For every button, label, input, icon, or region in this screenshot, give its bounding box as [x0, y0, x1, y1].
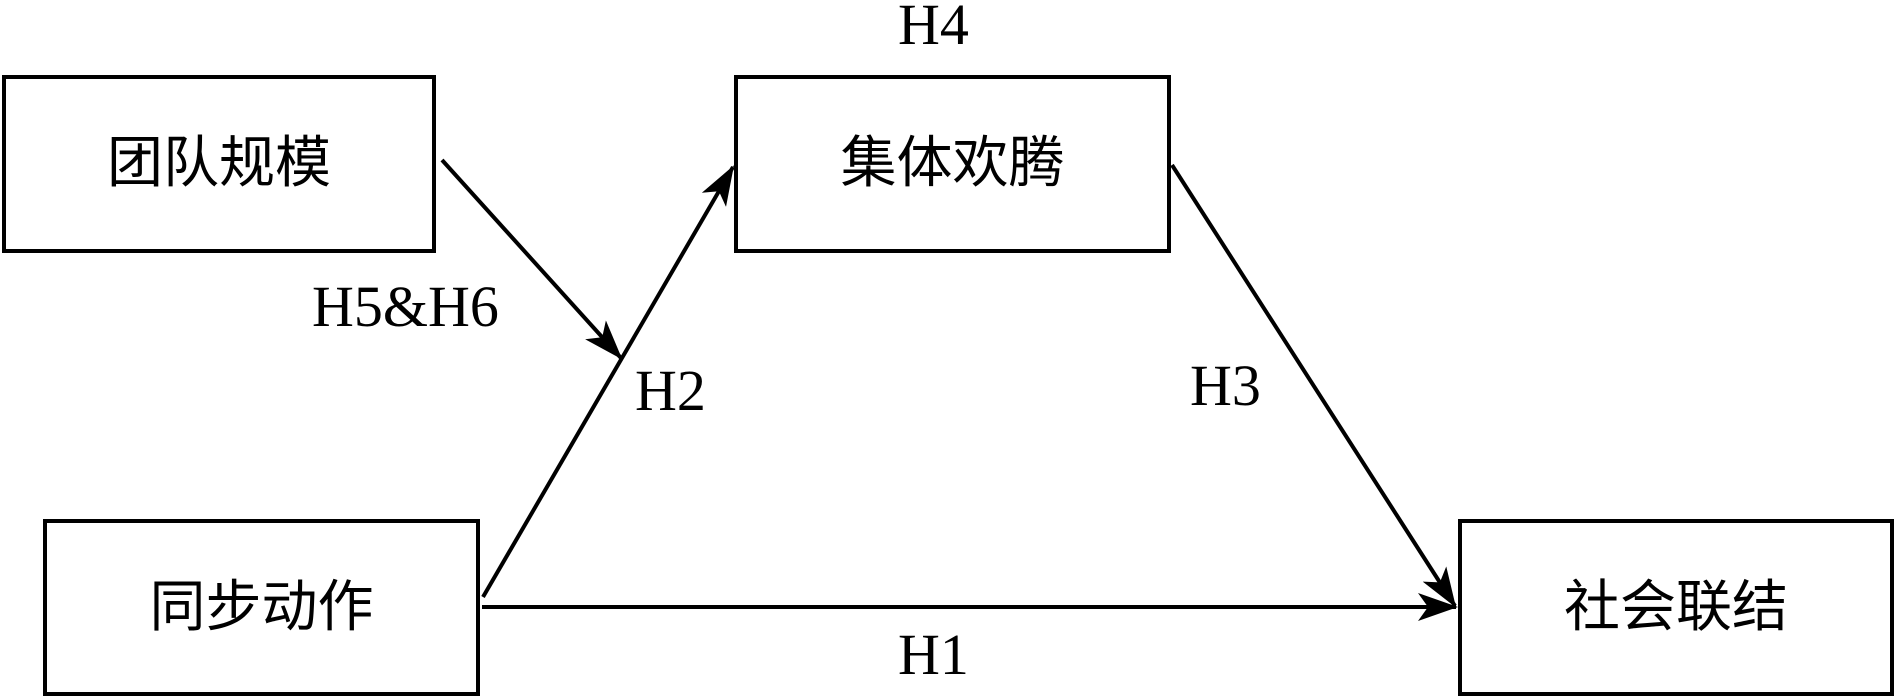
node-synchronous-action-label: 同步动作	[149, 574, 374, 640]
node-team-size-label: 团队规模	[107, 131, 331, 196]
node-collective-effervescence: 集体欢腾	[734, 75, 1171, 253]
edge-h3-effervescence-to-bonding	[1170, 163, 1457, 608]
edge-h2-sync-to-effervescence	[481, 165, 735, 599]
label-h2: H2	[635, 358, 706, 423]
node-social-bonding: 社会联结	[1458, 519, 1894, 696]
node-team-size: 团队规模	[2, 75, 436, 253]
node-collective-effervescence-label: 集体欢腾	[840, 131, 1065, 196]
label-h5h6: H5&H6	[312, 274, 499, 339]
edge-h5h6-team-size-moderation	[440, 158, 623, 360]
label-h4: H4	[898, 0, 969, 57]
label-h1: H1	[898, 622, 969, 687]
node-social-bonding-label: 社会联结	[1564, 574, 1788, 640]
node-synchronous-action: 同步动作	[43, 519, 480, 696]
label-h3: H3	[1190, 353, 1261, 418]
